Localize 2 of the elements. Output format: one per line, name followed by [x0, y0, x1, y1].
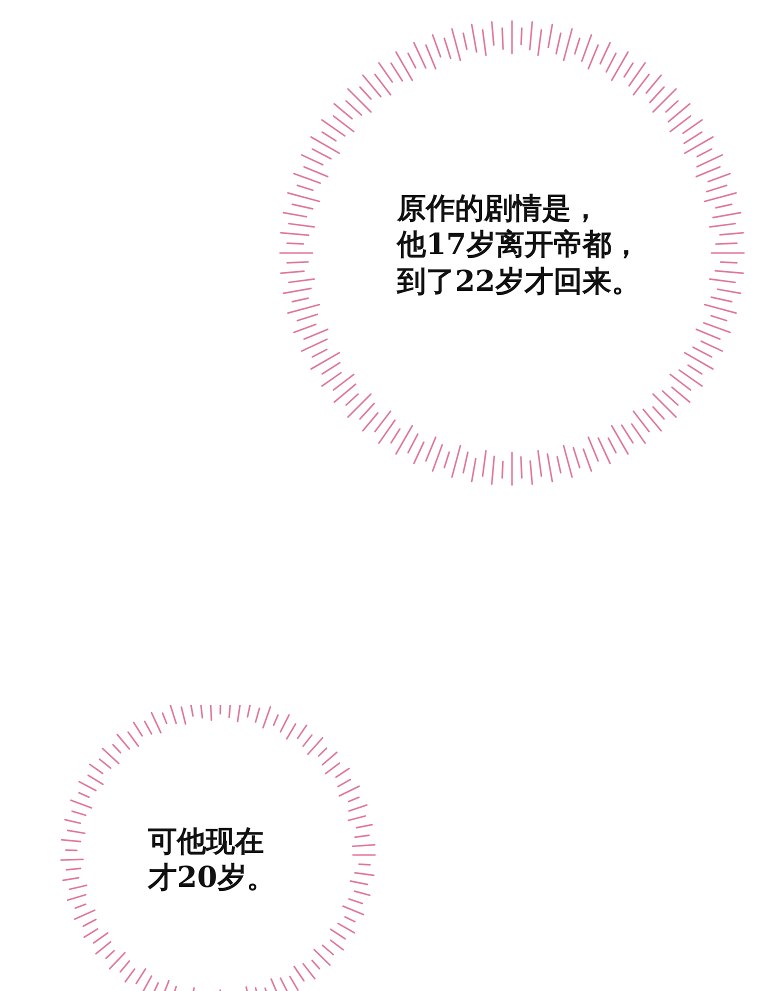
speech-text: 可他现在才20岁。: [148, 823, 276, 896]
speech-text: 原作的剧情是，他17岁离开帝都，到了22岁才回来。: [397, 190, 642, 299]
